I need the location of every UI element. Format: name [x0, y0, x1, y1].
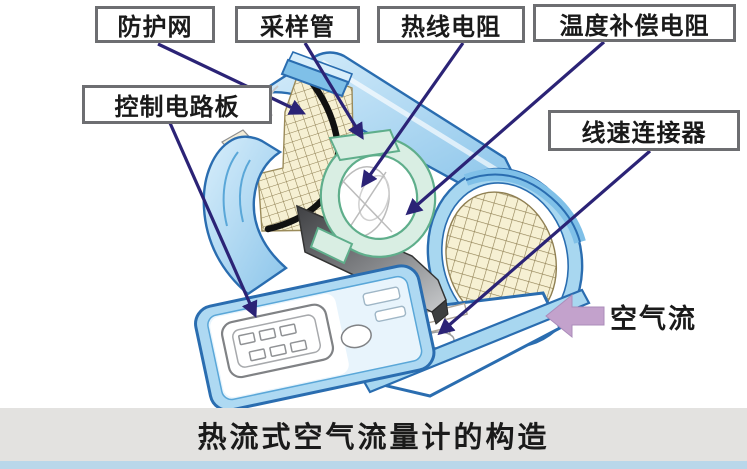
callout-label: 热线电阻 [401, 13, 501, 41]
airflow-arrow-icon [545, 293, 605, 339]
arrow-hot-wire-resistor [361, 42, 465, 188]
callout-label: 采样管 [260, 13, 335, 41]
connector-pins [238, 323, 308, 362]
callout-arrows [157, 40, 652, 336]
callout-temp-compensation-resistor: 温度补偿电阻 [533, 4, 736, 42]
callout-label: 控制电路板 [114, 93, 240, 121]
arrow-temp-compensation-resistor [405, 40, 606, 216]
callout-label: 防护网 [117, 13, 193, 41]
callout-wire-connector: 线速连接器 [548, 110, 740, 151]
callout-label: 线速连接器 [581, 119, 707, 147]
outlet-ring-rim-outline [465, 173, 581, 243]
bottom-strip [0, 461, 747, 469]
callout-control-circuit-board: 控制电路板 [82, 85, 272, 124]
callout-hot-wire-resistor: 热线电阻 [377, 6, 525, 43]
sampling-tube-shape [309, 128, 437, 265]
airflow-label: 空气流 [610, 304, 697, 335]
callout-protective-mesh: 防护网 [95, 6, 215, 43]
connector-assembly [194, 264, 436, 412]
arrow-sampling-tube [303, 42, 364, 140]
arrow-wire-connector [437, 149, 652, 336]
caption-band: 热流式空气流量计的构造 [0, 408, 747, 461]
callout-sampling-tube: 采样管 [235, 6, 360, 43]
arrow-control-circuit-board [168, 122, 258, 319]
callout-label: 温度补偿电阻 [559, 11, 710, 40]
figure-title: 热流式空气流量计的构造 [197, 419, 550, 454]
arrow-protective-mesh [157, 42, 307, 115]
